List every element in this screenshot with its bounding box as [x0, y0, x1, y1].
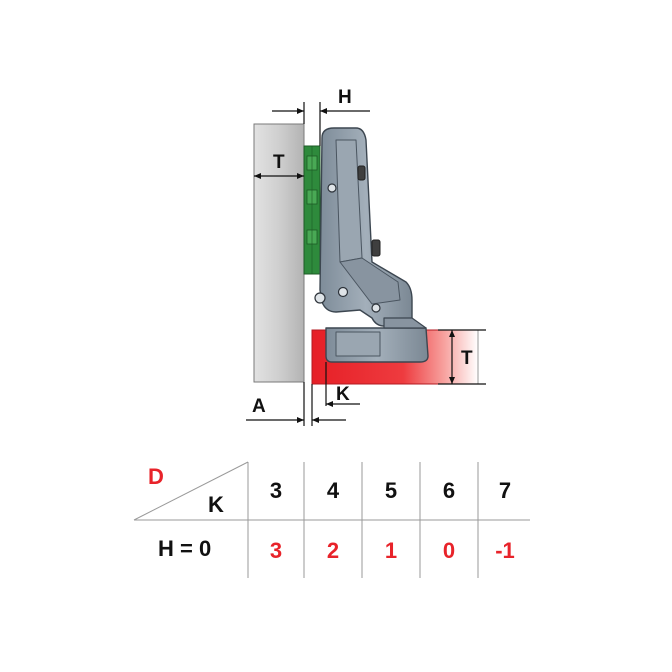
dimension-t-panel-label: T: [273, 152, 285, 173]
table-row-label: H = 0: [158, 536, 211, 561]
table-k-value: 3: [270, 478, 282, 503]
dimension-k-label: K: [336, 384, 350, 405]
dimension-t-door-label: T: [461, 348, 473, 369]
table-grid: [133, 461, 530, 578]
table-k-value: 7: [499, 478, 511, 503]
table-d-value: -1: [495, 538, 515, 563]
hinge-arm: [319, 127, 413, 327]
table-k-value: 4: [327, 478, 340, 503]
dimension-a-label: A: [252, 396, 266, 417]
table-d-value: 3: [270, 538, 282, 563]
table-d-value: 0: [443, 538, 455, 563]
mounting-plate: [303, 145, 321, 275]
dimension-t-door: [438, 329, 486, 385]
table-k-value: 5: [385, 478, 397, 503]
dimension-table: D K H = 0 3 4 5 6 7 3 2 1 0 -1: [133, 461, 530, 578]
table-d-value: 1: [385, 538, 397, 563]
table-corner-d: D: [148, 464, 164, 489]
cabinet-side-panel: [253, 123, 305, 383]
dimension-h-label: H: [338, 87, 352, 108]
table-corner-k: K: [208, 492, 224, 517]
table-k-value: 6: [443, 478, 455, 503]
dimension-h: [272, 102, 370, 146]
table-d-value: 2: [327, 538, 339, 563]
hinge-cup: [325, 317, 429, 363]
dimension-a-k: [246, 362, 360, 426]
